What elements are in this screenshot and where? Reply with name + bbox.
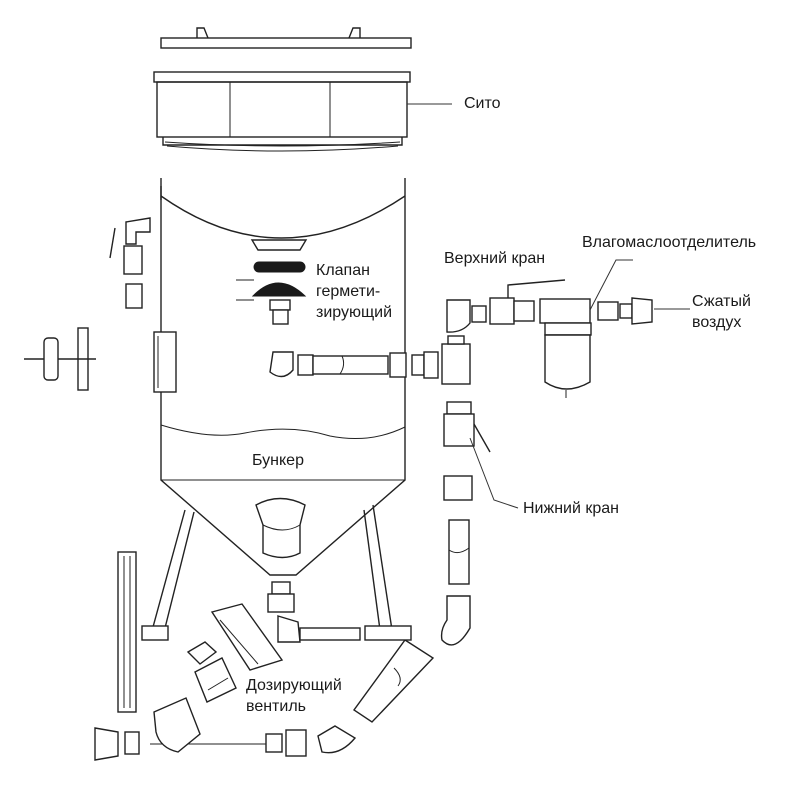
- frame: [117, 504, 412, 713]
- lower-tap-line: [440, 401, 491, 646]
- label-lower-tap: Нижний кран: [523, 500, 619, 517]
- label-compressed-air-line1: Сжатый: [692, 293, 751, 310]
- metering-valve: [94, 581, 301, 761]
- label-hopper: Бункер: [252, 452, 304, 469]
- air-inlet-pipe: [269, 335, 471, 385]
- label-metering-valve-line1: Дозирующий: [246, 677, 342, 694]
- sieve-lid: [153, 27, 412, 152]
- label-sealing-valve-line3: зирующий: [316, 304, 393, 321]
- label-sealing-valve-line1: Клапан: [316, 262, 370, 279]
- label-sieve: Сито: [464, 95, 501, 112]
- output-hose: [150, 639, 435, 757]
- hopper: [153, 178, 406, 576]
- separator-leader: [589, 259, 633, 311]
- air-line: [446, 279, 653, 398]
- sealing-valve: [236, 239, 308, 325]
- lower-tap-leader: [469, 437, 519, 509]
- label-compressed-air-line2: воздух: [692, 314, 742, 331]
- label-moisture-oil-separator: Влагомаслоотделитель: [582, 234, 757, 251]
- side-fittings: [24, 217, 151, 391]
- label-upper-tap: Верхний кран: [444, 250, 546, 267]
- label-sealing-valve-line2: гермети-: [316, 283, 381, 300]
- label-metering-valve-line2: вентиль: [246, 698, 306, 715]
